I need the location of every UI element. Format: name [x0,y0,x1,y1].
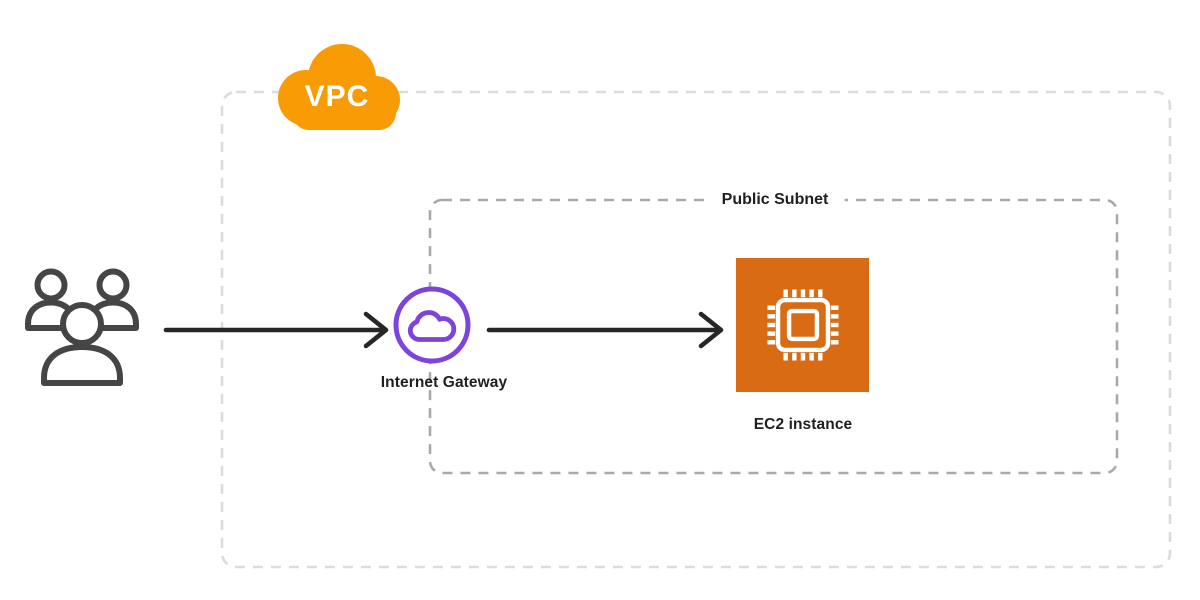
ec2-node [736,258,869,392]
arrow-users-to-gateway [163,311,389,349]
internet-gateway-label: Internet Gateway [380,374,508,391]
vpc-cloud-icon [278,44,400,130]
arrow-gateway-to-ec2 [486,311,724,349]
vpc-label: VPC [304,80,370,113]
ec2-instance-label: EC2 instance [753,416,853,433]
public-subnet-label: Public Subnet [705,191,845,209]
ec2-chip-icon [766,289,839,361]
internet-gateway-icon [393,286,471,364]
users-icon [25,268,139,386]
